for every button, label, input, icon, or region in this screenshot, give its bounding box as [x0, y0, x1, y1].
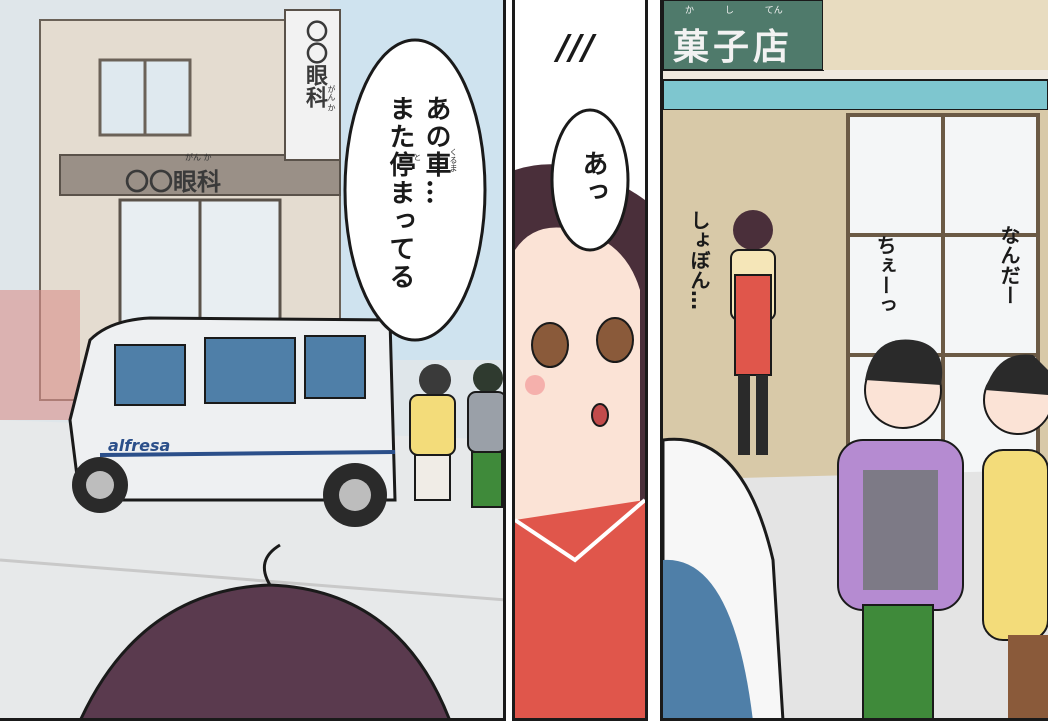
girl-speech: あっ: [578, 150, 608, 206]
running-kids: [409, 363, 503, 508]
bubble-line-1: あの車…: [421, 95, 451, 207]
panel-street: 〇〇眼科 がん か 〇〇眼科 がん か alfresa あの車… また停まってる…: [0, 0, 506, 721]
boy-yellow-shirt: [982, 354, 1048, 718]
surprise-sfx: ///: [557, 28, 595, 68]
panel-girl-closeup: /// あっ: [512, 0, 648, 721]
street-scene: [0, 0, 503, 718]
clinic-sign-vertical-ruby: がん か: [327, 85, 336, 112]
shop-sign-ruby: か し てん: [685, 6, 783, 16]
bubble-ruby-to: と: [413, 153, 422, 161]
shop-awning: [663, 79, 1048, 111]
sweet-shop-scene: [663, 0, 1048, 718]
clinic-sign-horizontal-ruby: がん か: [185, 153, 212, 162]
girl-sfx-shobon: しょぼん…: [687, 210, 711, 310]
girl-closeup-art: [515, 0, 645, 718]
clinic-sign-horizontal: 〇〇眼科: [125, 168, 221, 196]
panel-sweet-shop: 菓子店 か し てん しょぼん… ちぇーっ なんだー: [660, 0, 1048, 721]
shop-sign: 菓子店: [673, 26, 794, 68]
shop-girl: [730, 210, 776, 455]
boy-sfx-nandaa: なんだー: [997, 225, 1021, 305]
boy-sfx-chee: ちぇーっ: [873, 235, 897, 315]
speech-bubble-shape: [343, 38, 487, 342]
boy-purple-hoodie: [837, 339, 964, 718]
bubble-ruby-kuruma: くるま: [449, 148, 458, 172]
van-illustration: [68, 316, 397, 527]
bubble-line-2: また停まってる: [385, 95, 415, 291]
shop-sign-board: [663, 0, 824, 71]
clinic-sign-vertical: 〇〇眼科: [302, 20, 327, 108]
van-logo: alfresa: [108, 436, 171, 455]
speech-bubble-shape: [550, 108, 630, 252]
